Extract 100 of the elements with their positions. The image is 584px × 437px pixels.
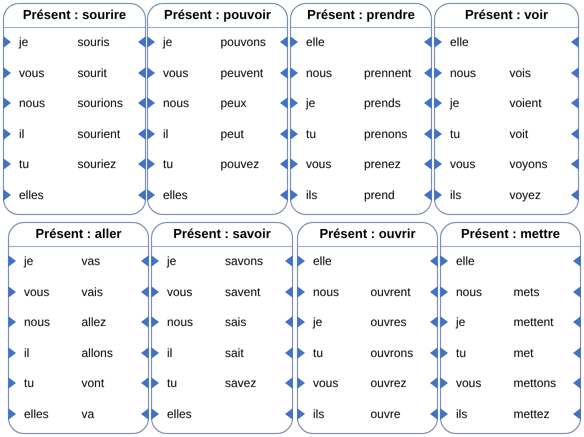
conjugation-card: [297, 222, 438, 434]
pronoun-text: elle: [450, 35, 469, 49]
verb-form-text: voient: [510, 96, 542, 110]
pronoun-text: vous: [456, 376, 482, 390]
pronoun-text: tu: [456, 346, 466, 360]
pronoun-text: je: [306, 96, 316, 110]
verb-form-text: met: [514, 346, 534, 360]
pronoun-text: il: [167, 346, 172, 360]
pronoun-text: nous: [163, 96, 190, 110]
pronoun-text: elle: [306, 35, 325, 49]
pronoun-text: vous: [306, 157, 332, 171]
verb-form-text: mets: [514, 284, 540, 298]
verb-form-text: vont: [82, 376, 104, 390]
verb-form-text: ouvrent: [370, 284, 411, 298]
card-title: Présent : voir: [464, 7, 550, 22]
verb-form-text: mettent: [514, 315, 554, 329]
verb-form-text: prenez: [364, 157, 401, 171]
pronoun-text: il: [19, 126, 24, 140]
pronoun-text: tu: [450, 126, 460, 140]
verb-form-text: vais: [82, 284, 103, 298]
pronoun-text: vous: [167, 284, 192, 298]
verb-form-text: ouvrez: [370, 376, 407, 390]
pronoun-text: je: [19, 35, 28, 49]
pronoun-text: il: [24, 346, 30, 360]
verb-form-text: sourions: [78, 96, 123, 110]
conjugation-card: [3, 3, 146, 215]
conjugation-card: [8, 222, 149, 434]
pronoun-text: ils: [306, 188, 318, 202]
verb-form-text: peux: [220, 96, 247, 110]
verb-form-text: ouvres: [370, 315, 407, 329]
verb-form-text: peuvent: [220, 66, 264, 80]
verb-form-text: voyons: [510, 157, 548, 171]
pronoun-text: il: [163, 126, 168, 140]
verb-form-text: prends: [364, 96, 401, 110]
pronoun-text: tu: [24, 376, 34, 390]
card-title: Présent : mettre: [460, 226, 561, 241]
verb-form-text: sourit: [78, 66, 107, 80]
verb-form-text: sourient: [78, 126, 120, 140]
pronoun-text: elles: [24, 406, 49, 420]
card-title: Présent : prendre: [306, 7, 416, 22]
verb-form-text: savons: [225, 254, 264, 268]
card-title: Présent : sourire: [22, 7, 128, 22]
verb-form-text: vas: [82, 254, 100, 268]
pronoun-text: tu: [19, 157, 30, 171]
verb-form-text: pouvez: [220, 157, 260, 171]
pronoun-text: ils: [456, 406, 468, 420]
verb-form-text: prend: [364, 188, 395, 202]
conjugation-card: [147, 3, 288, 215]
pronoun-text: nous: [450, 66, 476, 80]
verb-form-text: sait: [225, 346, 244, 360]
verb-form-text: savez: [225, 376, 256, 390]
verb-form-text: ouvrons: [370, 346, 414, 360]
verb-form-text: vois: [510, 66, 531, 80]
pronoun-text: tu: [306, 126, 316, 140]
pronoun-text: tu: [167, 376, 178, 390]
card-title: Présent : pouvoir: [163, 7, 272, 22]
pronoun-text: ils: [313, 406, 324, 420]
pronoun-text: je: [450, 96, 460, 110]
verb-form-text: voit: [510, 126, 528, 140]
verb-form-text: allons: [82, 346, 113, 360]
verb-form-text: souriez: [78, 157, 116, 171]
pronoun-text: je: [163, 35, 172, 49]
pronoun-text: vous: [313, 376, 338, 390]
pronoun-text: nous: [24, 315, 50, 329]
pronoun-text: ils: [450, 188, 462, 202]
card-title: Présent : ouvrir: [318, 226, 417, 241]
pronoun-text: vous: [163, 66, 188, 80]
pronoun-text: je: [313, 315, 322, 329]
pronoun-text: vous: [450, 157, 476, 171]
pronoun-text: nous: [306, 66, 332, 80]
pronoun-text: tu: [313, 346, 324, 360]
verb-form-text: peut: [220, 126, 244, 140]
verb-form-text: allez: [82, 315, 106, 329]
verb-form-text: prennent: [364, 66, 412, 80]
conjugation-card: [290, 3, 432, 215]
pronoun-text: tu: [163, 157, 174, 171]
verb-form-text: sais: [225, 315, 246, 329]
verb-form-text: ouvre: [370, 406, 401, 420]
conjugation-card: [151, 222, 293, 434]
verb-form-text: prenons: [364, 126, 408, 140]
pronoun-text: nous: [167, 315, 194, 329]
pronoun-text: vous: [19, 66, 44, 80]
verb-form-text: voyez: [510, 188, 541, 202]
pronoun-text: vous: [24, 284, 50, 298]
conjugation-card: [434, 3, 579, 215]
pronoun-text: nous: [456, 284, 482, 298]
pronoun-text: elles: [19, 188, 44, 202]
card-title: Présent : savoir: [172, 226, 272, 241]
pronoun-text: elles: [167, 406, 192, 420]
pronoun-text: elle: [456, 254, 475, 268]
verb-form-text: souris: [78, 35, 110, 49]
verb-form-text: mettez: [514, 406, 550, 420]
verb-form-text: mettons: [514, 376, 556, 390]
pronoun-text: je: [456, 315, 466, 329]
card-title: Présent : aller: [34, 226, 122, 241]
pronoun-text: elle: [313, 254, 332, 268]
pronoun-text: nous: [313, 284, 340, 298]
verb-form-text: va: [82, 406, 94, 420]
verb-form-text: pouvons: [220, 35, 266, 49]
verb-form-text: savent: [225, 284, 260, 298]
